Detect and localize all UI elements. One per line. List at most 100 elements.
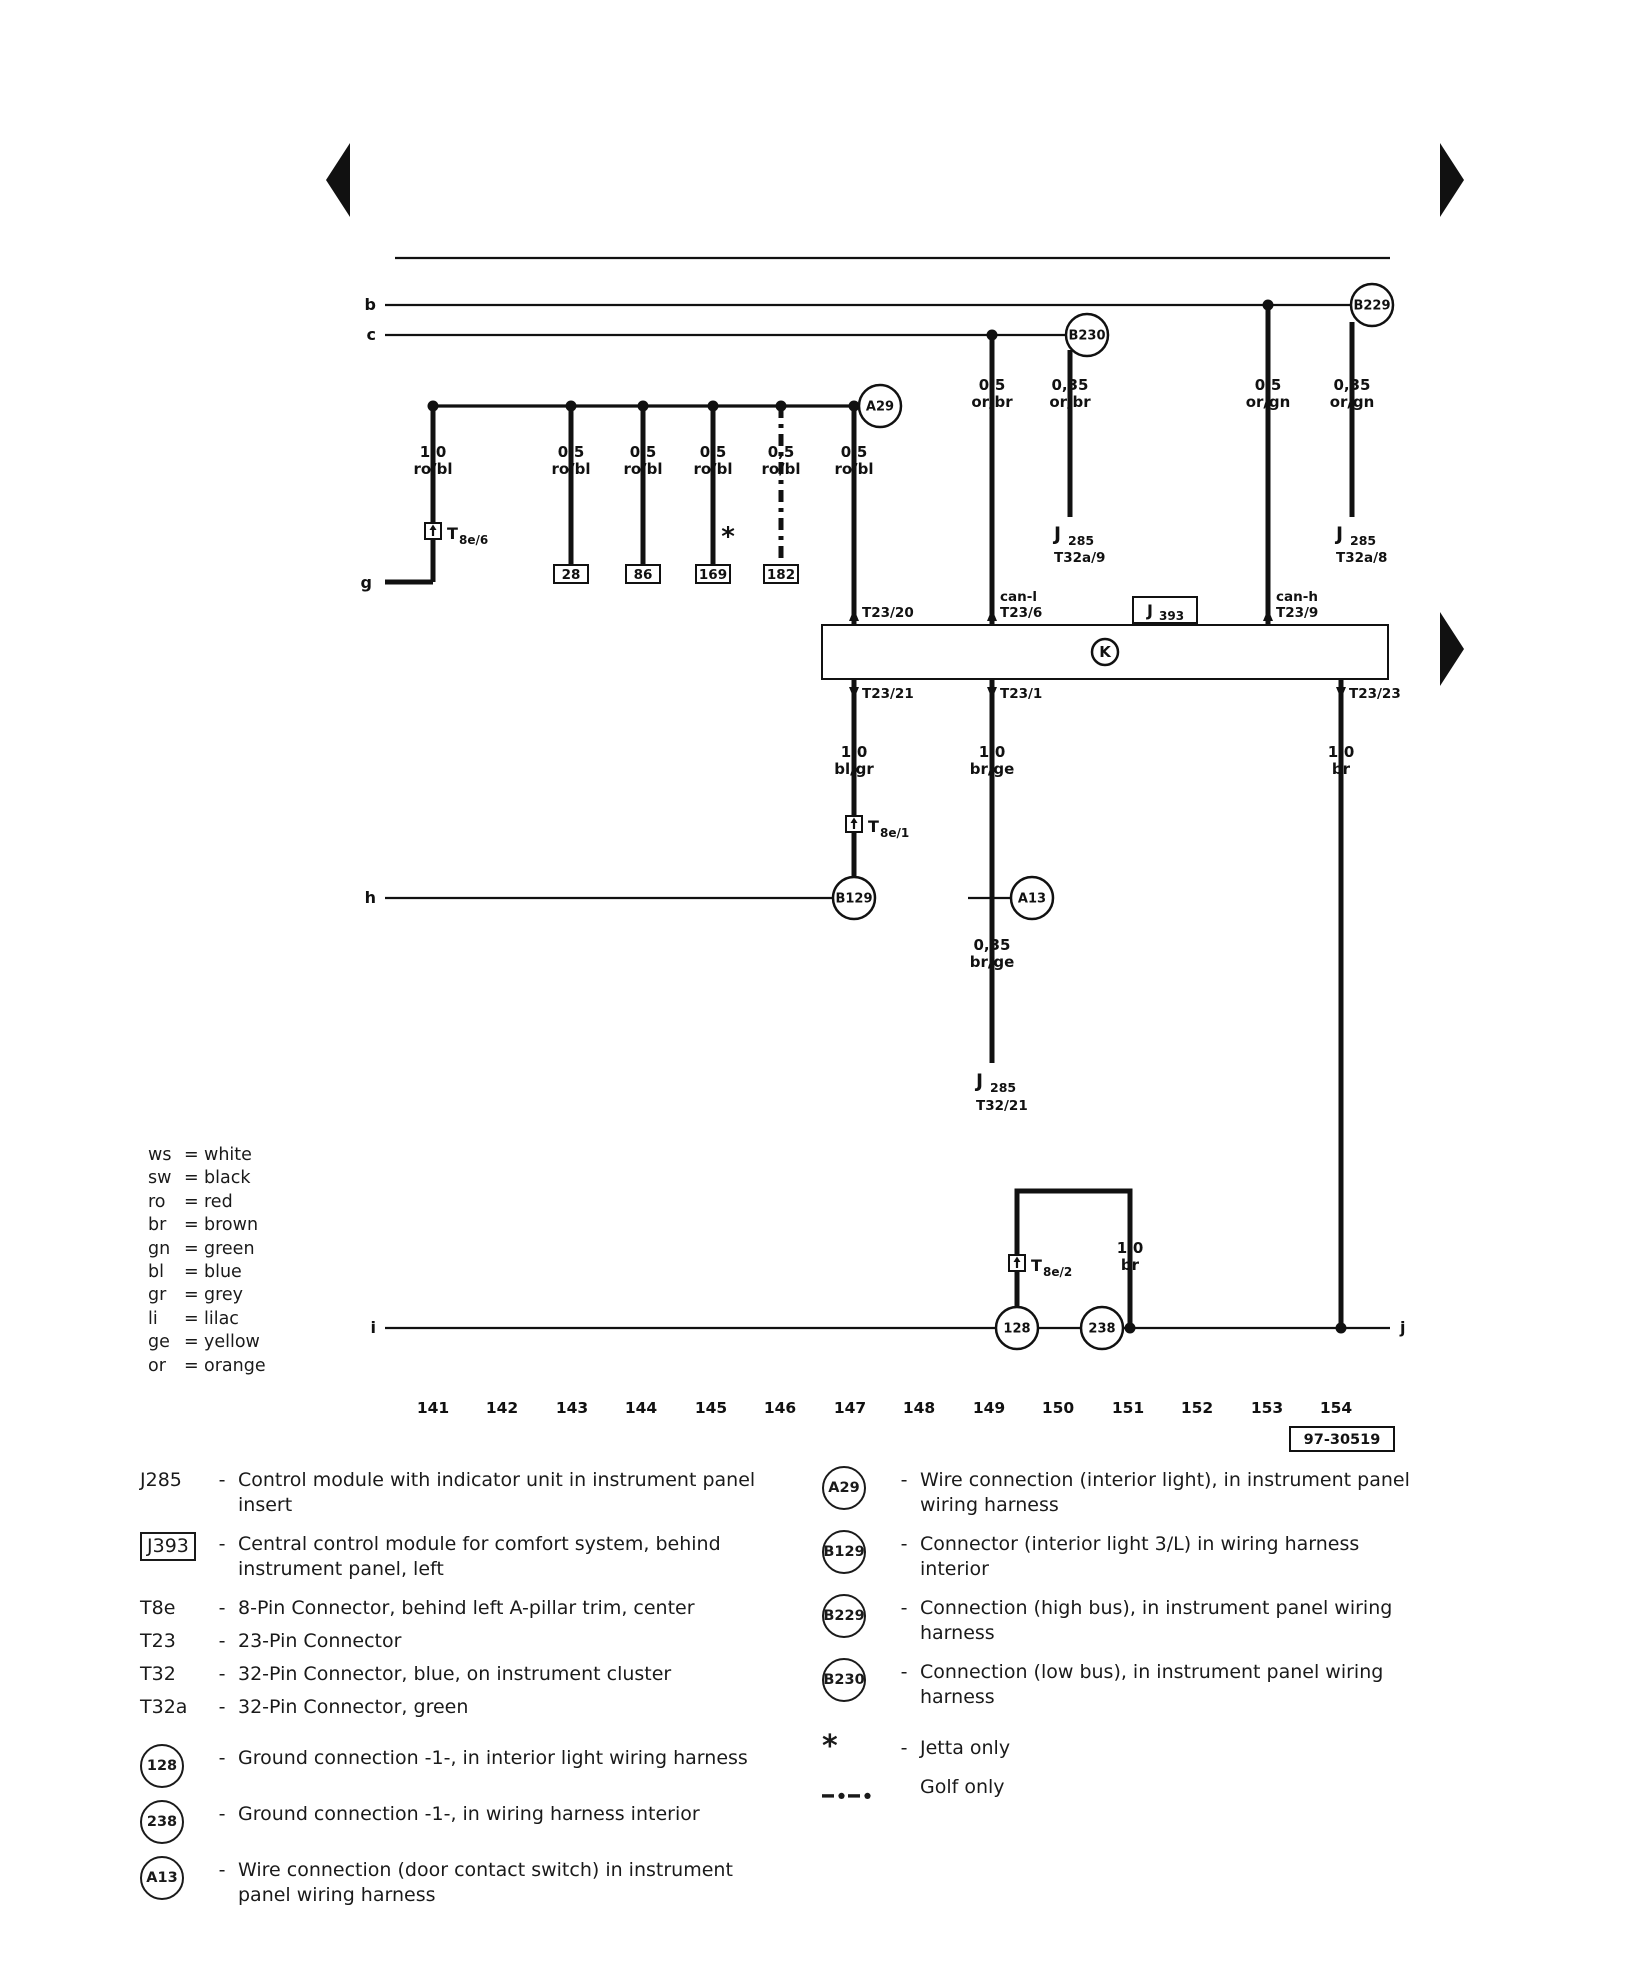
color-name: lilac [204, 1308, 239, 1329]
wire-gauge: 1,0 [420, 443, 447, 461]
j285-t32a8-ref: J 285 T32a/8 [1334, 523, 1387, 566]
color-abbr: or [148, 1355, 166, 1376]
legend-dash: - [218, 1469, 226, 1491]
wire-color: ro/bl [551, 460, 590, 478]
legend-term: T8e [140, 1597, 176, 1619]
legend-dash: - [218, 1533, 226, 1555]
continuation-arrow-right-top-icon [1440, 143, 1464, 217]
legend-desc: Connection (high bus), in instrument pan… [920, 1597, 1393, 1644]
legend-item: J393 - Central control module for comfor… [140, 1532, 822, 1582]
svg-text:T: T [1031, 1256, 1042, 1275]
color-code-row: or=orange [148, 1355, 266, 1378]
wire-color: or/br [971, 393, 1013, 411]
color-abbr: bl [148, 1262, 164, 1283]
track-number: 154 [1320, 1399, 1353, 1417]
pin-arrow-up-icon [849, 609, 859, 621]
wire-color: ro/bl [834, 460, 873, 478]
wire-gauge: 0,5 [768, 443, 795, 461]
track-number: 150 [1042, 1399, 1075, 1417]
rail-g-label: g [361, 573, 372, 592]
pin-label: T23/1 [1000, 686, 1042, 702]
color-name: orange [204, 1355, 266, 1376]
svg-text:8e/1: 8e/1 [880, 826, 909, 840]
track-number: 151 [1112, 1399, 1144, 1417]
legend-dash: - [218, 1803, 226, 1825]
legend-term: J285 [140, 1469, 182, 1491]
wire-gauge: 0,5 [841, 443, 868, 461]
equals-sign: = [184, 1262, 199, 1283]
legend-dash: - [218, 1859, 226, 1881]
track-number: 142 [486, 1399, 518, 1417]
legend-item: T32 - 32-Pin Connector, blue, on instrum… [140, 1662, 822, 1687]
j393-label-box [1132, 596, 1198, 624]
pin-arrow-down-icon [1336, 687, 1346, 699]
svg-text:J: J [1334, 523, 1343, 545]
color-name: red [204, 1191, 233, 1212]
equals-sign: = [184, 1145, 199, 1165]
legend-term-circle: A29 [822, 1466, 866, 1510]
svg-text:285: 285 [1350, 533, 1376, 548]
legend-term-circle: 128 [140, 1744, 184, 1788]
ref-number-box [1289, 1426, 1395, 1452]
legend-item: T8e - 8-Pin Connector, behind left A-pil… [140, 1596, 822, 1621]
svg-text:8e/6: 8e/6 [459, 533, 488, 547]
equals-sign: = [184, 1238, 199, 1259]
node-a29-label: A29 [866, 400, 894, 415]
wire-color: ro/bl [693, 460, 732, 478]
pin-label: T23/20 [862, 605, 914, 621]
connector-t8e1: T 8e/1 [845, 815, 909, 840]
color-code-row: bl=blue [148, 1261, 266, 1284]
wire-color: br/ge [970, 760, 1015, 778]
node-b230 [1064, 312, 1110, 358]
legend-item-jetta: * - Jetta only [822, 1732, 1592, 1762]
rail-h-label: h [365, 888, 376, 907]
color-name: grey [204, 1285, 244, 1306]
node-b129 [831, 875, 877, 921]
legend-item: B229 - Connection (high bus), in instrum… [822, 1594, 1592, 1646]
legend-term: T32 [140, 1663, 176, 1685]
legend-desc: Wire connection (interior light), in ins… [920, 1469, 1410, 1516]
legend-dash: - [218, 1630, 226, 1652]
wire-color: ro/bl [623, 460, 662, 478]
node-b129-label: B129 [835, 892, 872, 907]
wire-color: br [1121, 1256, 1140, 1274]
rail-b-label: b [365, 295, 376, 314]
wire-gauge: 1,0 [841, 743, 868, 761]
legend-item: A13 - Wire connection (door contact swit… [140, 1856, 822, 1908]
legend-item: B230 - Connection (low bus), in instrume… [822, 1658, 1592, 1710]
legend-term: T32a [140, 1696, 188, 1718]
legend-term-circle: B230 [822, 1658, 866, 1702]
k-symbol-icon [1090, 637, 1120, 667]
terminal-box [763, 564, 799, 584]
j285-t32a9-ref: J 285 T32a/9 [1052, 523, 1105, 566]
terminal-label: 28 [562, 567, 581, 583]
legend-desc: Ground connection -1-, in interior light… [238, 1747, 748, 1769]
wire-color: or/br [1049, 393, 1091, 411]
node-a29 [857, 383, 903, 429]
color-name: black [204, 1168, 251, 1189]
color-abbr: ro [148, 1191, 166, 1212]
svg-text:T32a/8: T32a/8 [1336, 550, 1387, 566]
wire-color: ro/bl [413, 460, 452, 478]
legend-item: 238 - Ground connection -1-, in wiring h… [140, 1800, 822, 1844]
legend-item-golf: Golf only [822, 1775, 1592, 1808]
rail-i-label: i [371, 1318, 376, 1337]
track-number: 153 [1251, 1399, 1283, 1417]
pin-label: T23/9 [1276, 605, 1318, 621]
pin-arrow-up-icon [987, 609, 997, 621]
component-legend: J285 - Control module with indicator uni… [140, 1466, 1592, 1922]
pin-arrow-down-icon [987, 687, 997, 699]
jetta-only-star: * [721, 522, 735, 552]
pin-label: T23/6 [1000, 605, 1042, 621]
wire-color: or/gn [1246, 393, 1291, 411]
continuation-arrow-left-icon [326, 143, 350, 217]
connector-t8e2: T 8e/2 [1008, 1254, 1072, 1279]
connector-t8e6: T 8e/6 [424, 522, 488, 547]
ref-number: 97-30519 [1304, 1432, 1381, 1448]
j393-label-sub: 393 [1159, 609, 1184, 623]
legend-desc: Central control module for comfort syste… [238, 1533, 721, 1580]
color-abbr: gr [148, 1285, 167, 1306]
node-ground-238 [1079, 1305, 1125, 1351]
color-code-row: ro=red [148, 1191, 266, 1214]
node-a13-label: A13 [1018, 892, 1046, 907]
